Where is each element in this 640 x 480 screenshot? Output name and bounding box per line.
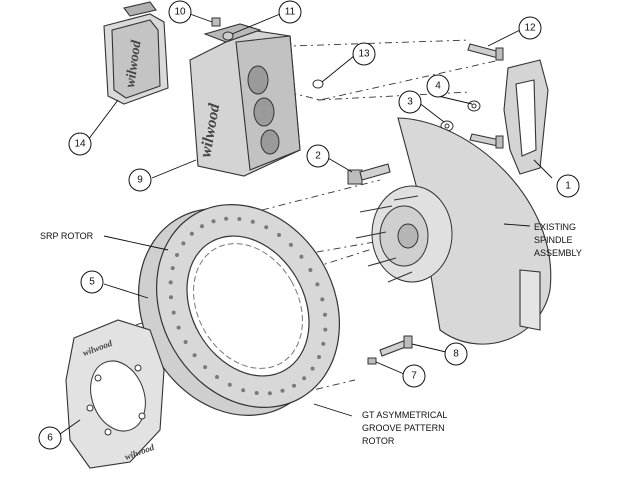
rotor-hole	[288, 242, 293, 247]
rotor-hole	[317, 355, 321, 359]
bleed-screw	[211, 17, 221, 27]
svg-text:ASSEMBLY: ASSEMBLY	[534, 248, 582, 258]
svg-text:11: 11	[285, 7, 296, 18]
gt-rotor-label: GT ASYMMETRICAL GROOVE PATTERN ROTOR	[362, 410, 447, 446]
rotor-hole	[224, 216, 229, 221]
rotor-hole	[168, 280, 173, 285]
rotor-hole	[250, 219, 255, 224]
caliper-piston-bore	[253, 97, 275, 127]
callout-12: 12	[518, 16, 542, 40]
mounting-bolt	[347, 163, 391, 185]
callout-2: 2	[306, 144, 330, 168]
callout-8: 8	[444, 342, 468, 366]
rotor-hole	[321, 341, 326, 346]
rotor-hole	[264, 225, 269, 230]
svg-text:9: 9	[137, 175, 143, 186]
rotor-hole	[200, 224, 204, 229]
caliper-piston-bore	[247, 65, 269, 95]
svg-text:7: 7	[411, 371, 417, 382]
rotor-hole	[323, 327, 328, 332]
rotor-hole	[181, 241, 186, 246]
rotor	[137, 204, 341, 416]
leader-lines	[59, 13, 553, 435]
svg-text:4: 4	[435, 81, 441, 92]
rotor-hole	[237, 217, 242, 221]
callout-10: 10	[168, 0, 192, 24]
brake-pad-logo: wilwood	[123, 38, 145, 88]
callout-13: 13	[352, 42, 376, 66]
rotor-bolt	[379, 335, 413, 357]
svg-text:13: 13	[358, 49, 370, 60]
callout-7: 7	[402, 364, 426, 388]
callout-1: 1	[556, 174, 580, 198]
svg-text:14: 14	[74, 139, 86, 150]
small-screw	[367, 357, 377, 365]
caliper-piston-bore	[260, 129, 280, 155]
rotor-hole	[320, 297, 325, 302]
rotor-hole	[175, 253, 179, 257]
svg-text:SPINDLE: SPINDLE	[534, 235, 573, 245]
svg-text:10: 10	[174, 7, 186, 18]
spindle-backing-plate	[397, 117, 552, 345]
rotor-drilled-holes	[168, 216, 328, 396]
callout-4: 4	[426, 74, 450, 98]
bracket-bolts	[467, 43, 504, 149]
svg-text:GT ASYMMETRICAL: GT ASYMMETRICAL	[362, 410, 447, 420]
existing-spindle-hub	[355, 185, 453, 283]
rotor-hole	[323, 312, 327, 317]
svg-text:EXISTING: EXISTING	[534, 222, 576, 232]
rotor-hole	[169, 295, 173, 300]
rotor-hole	[183, 340, 188, 344]
svg-text:2: 2	[315, 151, 321, 162]
callout-14: 14	[68, 132, 92, 156]
rotor-hole	[241, 388, 246, 393]
callout-11: 11	[278, 0, 302, 24]
rotor-hole	[176, 325, 181, 330]
rotor-hole	[211, 219, 216, 224]
srp-rotor-label: SRP ROTOR	[40, 231, 94, 241]
rotor-hole	[277, 233, 281, 237]
caliper: wilwood	[189, 23, 301, 177]
rotor-hole	[171, 310, 176, 315]
svg-text:GROOVE PATTERN: GROOVE PATTERN	[362, 423, 445, 433]
svg-text:6: 6	[47, 433, 53, 444]
rotor-hole	[215, 375, 219, 379]
svg-text:ROTOR: ROTOR	[362, 436, 395, 446]
rotor-hole	[308, 268, 313, 272]
rotor-hat: wilwood wilwood	[65, 319, 165, 469]
callout-3: 3	[398, 90, 422, 114]
existing-spindle-label: EXISTING SPINDLE ASSEMBLY	[534, 222, 582, 258]
rotor-hole	[315, 282, 320, 287]
rotor-hole	[189, 231, 194, 236]
rotor-hole	[254, 391, 259, 395]
callout-5: 5	[80, 270, 104, 294]
rotor-hole	[267, 391, 272, 396]
bolt-washer	[467, 100, 481, 112]
mounting-bracket	[503, 59, 549, 175]
callout-6: 6	[38, 426, 62, 450]
svg-text:5: 5	[89, 277, 95, 288]
shim-washer	[312, 79, 324, 89]
brake-pad: wilwood	[103, 1, 169, 105]
svg-text:8: 8	[453, 349, 459, 360]
crossover-fitting	[222, 31, 234, 41]
rotor-hole	[302, 376, 307, 381]
rotor-hole	[192, 353, 197, 358]
rotor-hole	[292, 383, 296, 388]
rotor-hole	[310, 366, 315, 371]
rotor-hole	[299, 254, 304, 259]
svg-text:3: 3	[407, 97, 413, 108]
callout-9: 9	[128, 168, 152, 192]
rotor-hole	[203, 365, 208, 370]
rotor-hole	[170, 266, 175, 271]
rotor-hole	[227, 382, 232, 387]
svg-text:1: 1	[565, 181, 571, 192]
svg-text:12: 12	[524, 23, 536, 34]
rotor-hole	[280, 388, 285, 393]
